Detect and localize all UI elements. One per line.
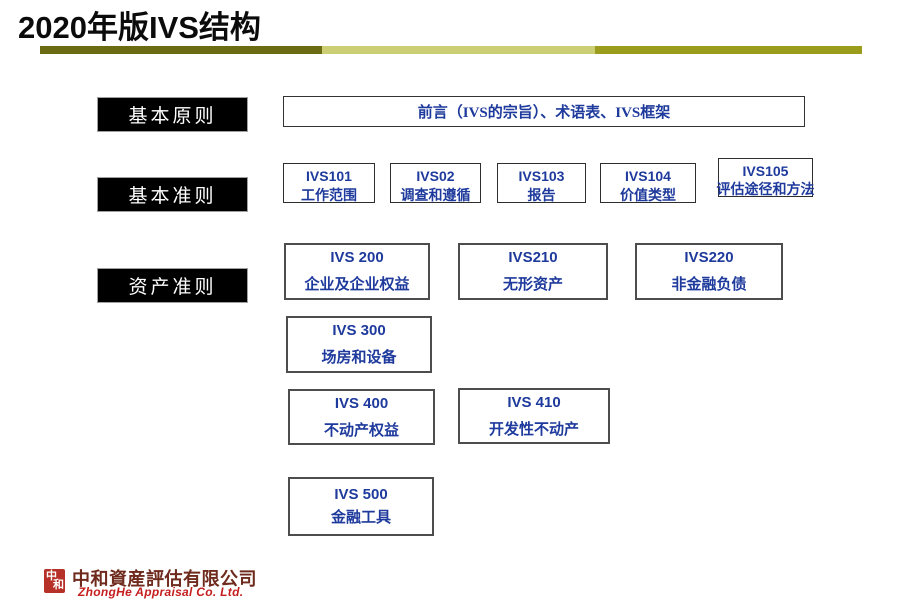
intro-text: 前言（IVS的宗旨）、术语表、IVS框架 [417, 105, 671, 121]
standard-name: 开发性不动产 [488, 421, 579, 438]
company-logo: 中 和 中和資産評估有限公司 ZhongHe Appraisal Co. Ltd… [44, 566, 304, 599]
box-ivs200: IVS 200 企业及企业权益 [284, 243, 430, 300]
box-ivs410: IVS 410 开发性不动产 [458, 388, 610, 444]
standard-code: IVS 200 [330, 249, 384, 266]
page-title: 2020年版IVS结构 [18, 10, 261, 45]
box-ivs220: IVS220 非金融负债 [635, 243, 783, 300]
category-basic-principles: 基本原则 [97, 97, 248, 132]
category-general-standards: 基本准则 [97, 177, 248, 212]
standard-code: IVS103 [518, 168, 565, 184]
box-ivs103: IVS103 报告 [497, 163, 586, 204]
category-label: 基本准则 [128, 186, 217, 207]
standard-code: IVS220 [684, 249, 734, 266]
box-ivs210: IVS210 无形资产 [458, 243, 608, 300]
standard-name: 评估途径和方法 [716, 183, 815, 198]
title-underline-segment-light [322, 46, 595, 54]
standard-name: 工作范围 [301, 189, 357, 204]
standard-code: IVS104 [625, 168, 671, 184]
standard-code: IVS 400 [334, 394, 389, 412]
category-label: 资产准则 [128, 277, 217, 298]
company-name-english: ZhongHe Appraisal Co. Ltd. [78, 585, 244, 599]
category-asset-standards: 资产准则 [97, 268, 248, 303]
standard-code: IVS 410 [507, 393, 561, 411]
standard-name: 调查和遵循 [400, 189, 471, 204]
standard-code: IVS02 [416, 168, 455, 184]
box-ivs400: IVS 400 不动产权益 [288, 389, 435, 445]
seal-character: 和 [53, 579, 64, 591]
standard-code: IVS210 [508, 249, 558, 266]
box-ivs02: IVS02 调查和遵循 [390, 163, 481, 204]
company-seal-icon: 中 和 [44, 569, 65, 593]
box-ivs500: IVS 500 金融工具 [288, 477, 434, 536]
seal-character: 中 [46, 570, 57, 582]
box-ivs300: IVS 300 场房和设备 [286, 316, 432, 373]
standard-name: 企业及企业权益 [304, 277, 410, 293]
standard-name: 报告 [527, 189, 556, 204]
intro-box: 前言（IVS的宗旨）、术语表、IVS框架 [283, 96, 805, 127]
box-ivs104: IVS104 价值类型 [600, 163, 696, 204]
title-underline-segment-olive [595, 46, 862, 54]
standard-name: 非金融负债 [671, 277, 747, 293]
standard-code: IVS105 [742, 163, 789, 179]
standard-code: IVS 300 [332, 322, 386, 339]
standard-name: 场房和设备 [321, 350, 397, 366]
standard-name: 无形资产 [502, 277, 563, 293]
standard-name: 不动产权益 [323, 422, 399, 439]
standard-name: 价值类型 [620, 189, 676, 204]
category-label: 基本原则 [128, 106, 217, 127]
title-underline-segment-dark [40, 46, 322, 54]
box-ivs105: IVS105 评估途径和方法 [716, 158, 815, 198]
standard-code: IVS 500 [334, 486, 388, 503]
box-ivs101: IVS101 工作范围 [283, 163, 375, 204]
standard-code: IVS101 [306, 168, 352, 184]
standard-name: 金融工具 [330, 510, 391, 526]
company-name-chinese: 中和資産評估有限公司 [72, 569, 257, 589]
